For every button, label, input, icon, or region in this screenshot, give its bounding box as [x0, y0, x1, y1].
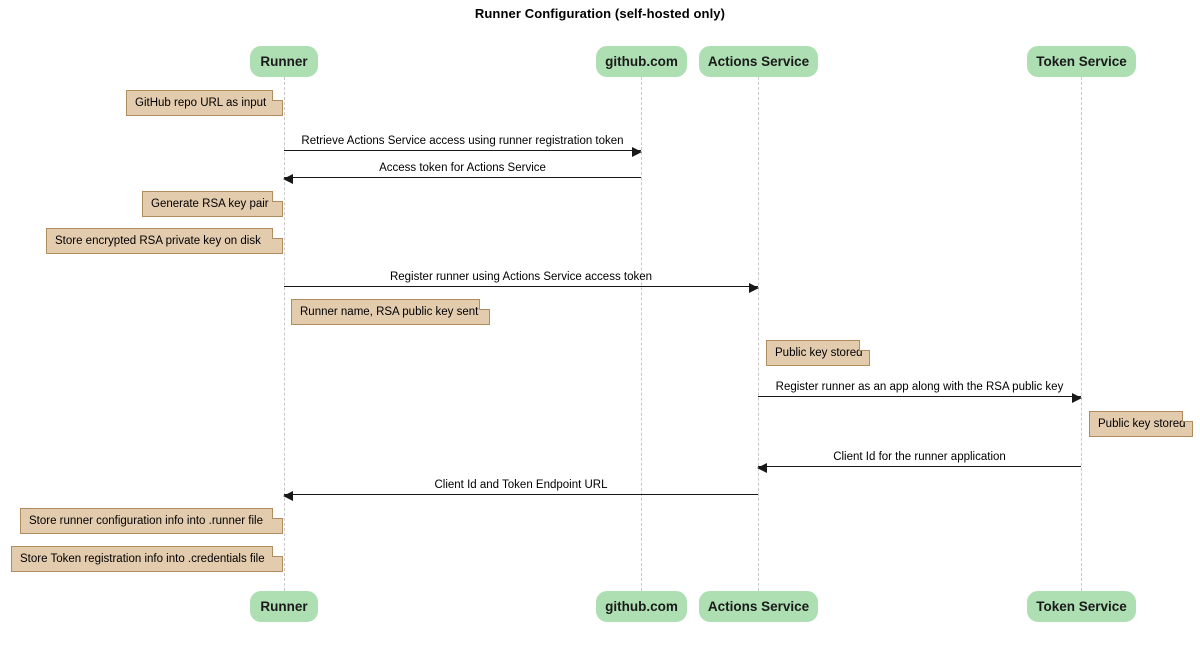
note-fold-corner-icon — [272, 508, 283, 519]
note-text: Public key stored — [775, 347, 863, 359]
lifeline-token — [1081, 77, 1082, 591]
message-runner-to-actions[interactable]: Register runner using Actions Service ac… — [284, 271, 759, 293]
arrowhead-right-icon — [749, 282, 759, 293]
page-title: Runner Configuration (self-hosted only) — [474, 6, 726, 21]
note-text: Store Token registration info into .cred… — [20, 553, 265, 565]
message-label: Access token for Actions Service — [379, 162, 546, 174]
note-fold-corner-icon — [479, 299, 490, 310]
participant-label: Token Service — [1036, 599, 1127, 614]
message-label: Client Id and Token Endpoint URL — [434, 479, 608, 491]
arrowhead-left-icon — [283, 490, 293, 501]
arrowhead-right-icon — [1072, 392, 1082, 403]
participant-label: github.com — [605, 599, 678, 614]
note-fold-corner-icon — [859, 340, 870, 351]
note-fold-corner-icon — [272, 228, 283, 239]
participant-token-bottom[interactable]: Token Service — [1027, 591, 1136, 622]
note-fold-corner-icon — [1182, 411, 1193, 422]
note-text: Public key stored — [1098, 418, 1186, 430]
note: Runner name, RSA public key sent — [291, 299, 490, 325]
message-actions-to-runner[interactable]: Client Id and Token Endpoint URL — [283, 479, 758, 501]
note-text: Generate RSA key pair — [151, 198, 269, 210]
note: Store runner configuration info into .ru… — [20, 508, 283, 534]
participant-label: Runner — [260, 599, 308, 614]
participant-label: github.com — [605, 54, 678, 69]
lifeline-actions — [758, 77, 759, 591]
message-actions-to-token[interactable]: Register runner as an app along with the… — [758, 381, 1082, 403]
participant-github-bottom[interactable]: github.com — [596, 591, 687, 622]
participant-label: Actions Service — [707, 599, 810, 614]
message-label: Register runner using Actions Service ac… — [389, 271, 653, 283]
message-label: Register runner as an app along with the… — [775, 381, 1064, 393]
note: Store Token registration info into .cred… — [11, 546, 283, 572]
note: GitHub repo URL as input — [126, 90, 283, 116]
message-label: Retrieve Actions Service access using ru… — [301, 135, 624, 147]
note: Generate RSA key pair — [142, 191, 283, 217]
note-text: GitHub repo URL as input — [135, 97, 267, 109]
note-fold-corner-icon — [272, 546, 283, 557]
note-text: Store runner configuration info into .ru… — [29, 515, 263, 527]
message-github-to-runner[interactable]: Access token for Actions Service — [283, 162, 641, 184]
lifeline-runner — [284, 77, 285, 591]
participant-actions-top[interactable]: Actions Service — [699, 46, 818, 77]
participant-runner-bottom[interactable]: Runner — [250, 591, 318, 622]
lifeline-github — [641, 77, 642, 591]
arrowhead-left-icon — [283, 173, 293, 184]
participant-github-top[interactable]: github.com — [596, 46, 687, 77]
note-fold-corner-icon — [272, 90, 283, 101]
arrowhead-right-icon — [632, 146, 642, 157]
participant-actions-bottom[interactable]: Actions Service — [699, 591, 818, 622]
arrowhead-left-icon — [757, 462, 767, 473]
note-fold-corner-icon — [272, 191, 283, 202]
message-label: Client Id for the runner application — [833, 451, 1006, 463]
participant-label: Actions Service — [707, 54, 810, 69]
message-runner-to-github[interactable]: Retrieve Actions Service access using ru… — [284, 135, 642, 157]
participant-runner-top[interactable]: Runner — [250, 46, 318, 77]
note: Public key stored — [1089, 411, 1193, 437]
note-text: Store encrypted RSA private key on disk — [55, 235, 261, 247]
participant-token-top[interactable]: Token Service — [1027, 46, 1136, 77]
note-text: Runner name, RSA public key sent — [300, 306, 479, 318]
note: Public key stored — [766, 340, 870, 366]
participant-label: Runner — [260, 54, 308, 69]
note: Store encrypted RSA private key on disk — [46, 228, 283, 254]
participant-label: Token Service — [1036, 54, 1127, 69]
message-token-to-actions[interactable]: Client Id for the runner application — [757, 451, 1081, 473]
